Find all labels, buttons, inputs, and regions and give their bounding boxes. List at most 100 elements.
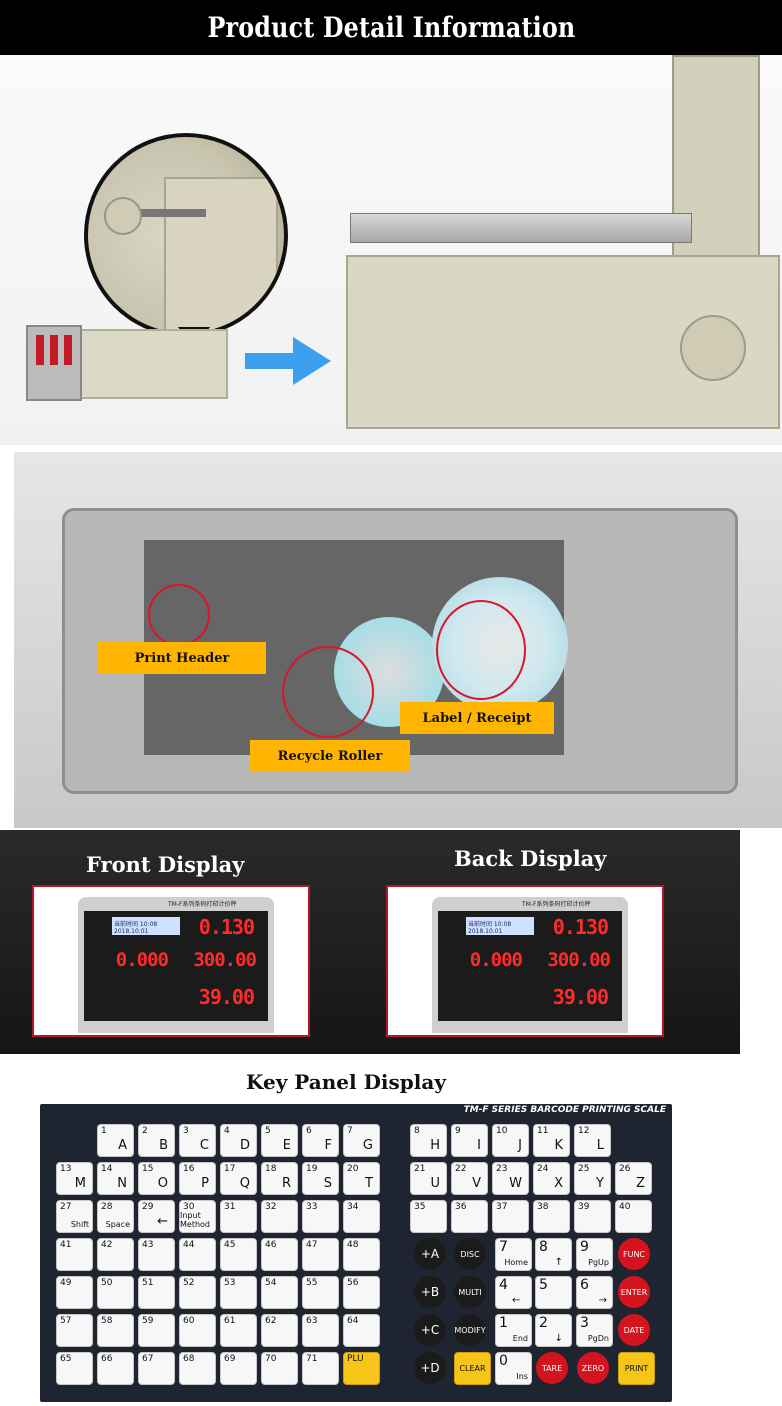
plus-c-key[interactable]: +C	[414, 1314, 446, 1346]
key-69[interactable]: 69	[220, 1352, 257, 1385]
key-61[interactable]: 61	[220, 1314, 257, 1347]
key-55[interactable]: 55	[302, 1276, 339, 1309]
key-31[interactable]: 31	[220, 1200, 257, 1233]
key-70[interactable]: 70	[261, 1352, 298, 1385]
front-total-readout: 39.00	[198, 985, 255, 1009]
key-67[interactable]: 67	[138, 1352, 175, 1385]
disc-key[interactable]: DISC	[454, 1238, 486, 1270]
num-5-key[interactable]: 5	[535, 1276, 572, 1309]
key-plu[interactable]: PLU	[343, 1352, 380, 1385]
key-45[interactable]: 45	[220, 1238, 257, 1271]
key-54[interactable]: 54	[261, 1276, 298, 1309]
plus-d-key[interactable]: +D	[414, 1352, 446, 1384]
enter-key[interactable]: ENTER	[618, 1276, 650, 1308]
zero-key[interactable]: ZERO	[577, 1352, 609, 1384]
key-58[interactable]: 58	[97, 1314, 134, 1347]
key-53[interactable]: 53	[220, 1276, 257, 1309]
key-63[interactable]: 63	[302, 1314, 339, 1347]
key-37[interactable]: 37	[492, 1200, 529, 1233]
print-key[interactable]: PRINT	[618, 1352, 655, 1385]
tare-key[interactable]: TARE	[536, 1352, 568, 1384]
key-35[interactable]: 35	[410, 1200, 447, 1233]
key-66[interactable]: 66	[97, 1352, 134, 1385]
num-2-key[interactable]: 2↓	[535, 1314, 572, 1347]
key-65[interactable]: 65	[56, 1352, 93, 1385]
key-39[interactable]: 39	[574, 1200, 611, 1233]
multi-key[interactable]: MULTI	[454, 1276, 486, 1308]
modify-key[interactable]: MODIFY	[454, 1314, 486, 1346]
key-48[interactable]: 48	[343, 1238, 380, 1271]
key-52[interactable]: 52	[179, 1276, 216, 1309]
plus-b-key[interactable]: +B	[414, 1276, 446, 1308]
key-38[interactable]: 38	[533, 1200, 570, 1233]
key-34[interactable]: 34	[343, 1200, 380, 1233]
key-60[interactable]: 60	[179, 1314, 216, 1347]
key-32[interactable]: 32	[261, 1200, 298, 1233]
key-68[interactable]: 68	[179, 1352, 216, 1385]
key-42[interactable]: 42	[97, 1238, 134, 1271]
key-57[interactable]: 57	[56, 1314, 93, 1347]
key-36[interactable]: 36	[451, 1200, 488, 1233]
key-71[interactable]: 71	[302, 1352, 339, 1385]
plus-a-key[interactable]: +A	[414, 1238, 446, 1270]
key-number: 46	[265, 1240, 277, 1250]
num-6-key[interactable]: 6→	[576, 1276, 613, 1309]
clear-key[interactable]: CLEAR	[454, 1352, 491, 1385]
key-29[interactable]: 29←	[138, 1200, 175, 1233]
key-47[interactable]: 47	[302, 1238, 339, 1271]
key-33[interactable]: 33	[302, 1200, 339, 1233]
num-4-key[interactable]: 4←	[495, 1276, 532, 1309]
key-49[interactable]: 49	[56, 1276, 93, 1309]
key-43[interactable]: 43	[138, 1238, 175, 1271]
key-56[interactable]: 56	[343, 1276, 380, 1309]
key-letter: C	[199, 1138, 209, 1153]
key-46[interactable]: 46	[261, 1238, 298, 1271]
key-62[interactable]: 62	[261, 1314, 298, 1347]
key-44[interactable]: 44	[179, 1238, 216, 1271]
key-50[interactable]: 50	[97, 1276, 134, 1309]
key-51[interactable]: 51	[138, 1276, 175, 1309]
key-41[interactable]: 41	[56, 1238, 93, 1271]
num-8-key[interactable]: 8↑	[535, 1238, 572, 1271]
key-64[interactable]: 64	[343, 1314, 380, 1347]
key-40[interactable]: 40	[615, 1200, 652, 1233]
func-key[interactable]: FUNC	[618, 1238, 650, 1270]
back-unit-price-readout: 300.00	[547, 949, 611, 971]
key-59[interactable]: 59	[138, 1314, 175, 1347]
date-key[interactable]: DATE	[618, 1314, 650, 1346]
